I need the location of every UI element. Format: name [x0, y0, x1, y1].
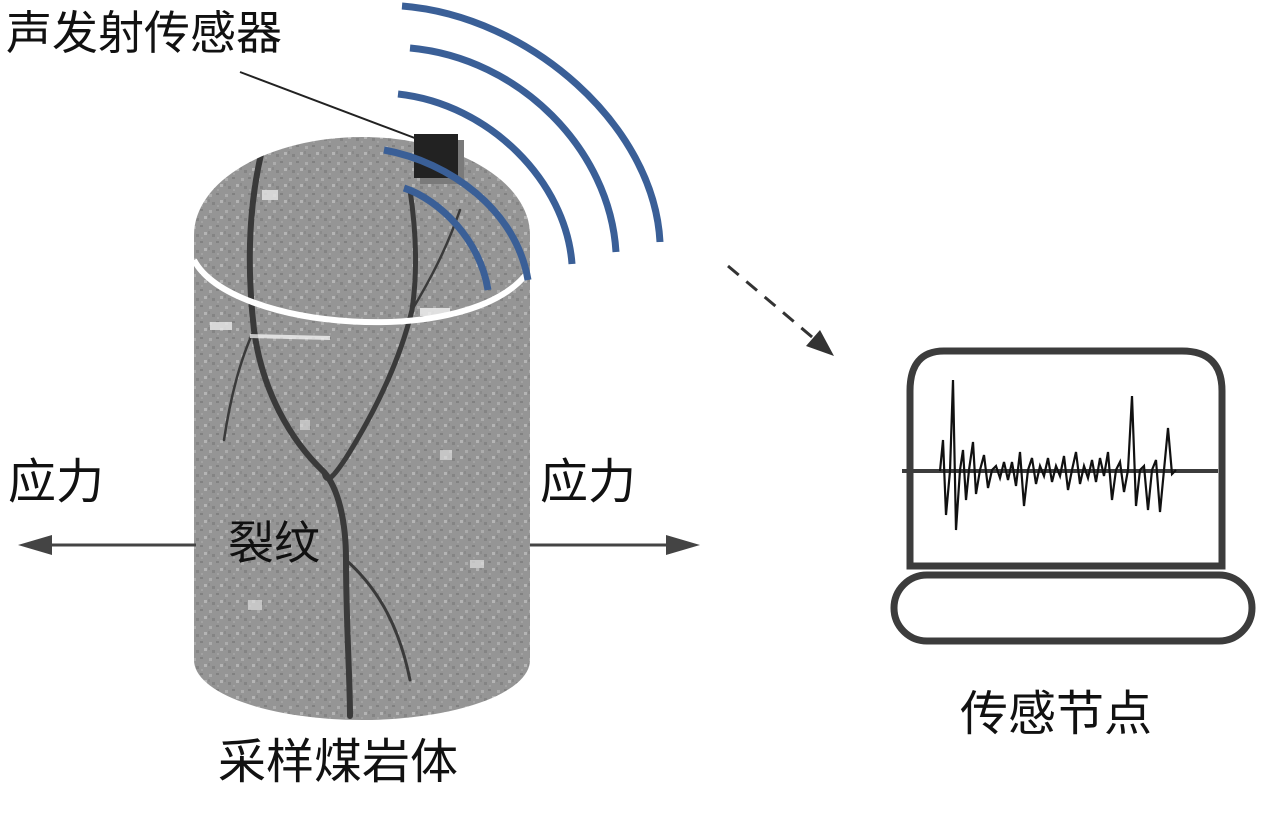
sensor-leader-line: [239, 71, 421, 141]
sensor-label: 声发射传感器: [6, 6, 282, 60]
rock-sample-cylinder: [191, 137, 531, 720]
sample-label: 采样煤岩体: [218, 734, 459, 790]
monitor-icon: [890, 347, 1256, 645]
monitor-base: [890, 571, 1256, 645]
wave-arc-3: [397, 90, 576, 265]
stress-arrow-left: [18, 535, 196, 555]
cylinder-rim: [191, 258, 531, 326]
waveform-icon: [902, 379, 1218, 531]
stress-label-left: 应力: [8, 454, 105, 510]
wave-arc-1: [402, 184, 492, 291]
transmission-arrow: [727, 264, 834, 356]
stress-label-right: 应力: [540, 454, 637, 510]
wave-arc-2: [383, 146, 532, 281]
crack-label: 裂纹: [228, 516, 320, 570]
stress-arrow-right: [530, 535, 700, 555]
waveform-trace: [938, 379, 1177, 531]
wave-arc-5: [401, 2, 664, 243]
crack-lines: [222, 147, 462, 719]
wave-arc-4: [409, 44, 620, 253]
sensor-node-label: 传感节点: [960, 686, 1153, 742]
acoustic-waves: [383, 2, 664, 291]
monitor-screen: [906, 347, 1226, 570]
